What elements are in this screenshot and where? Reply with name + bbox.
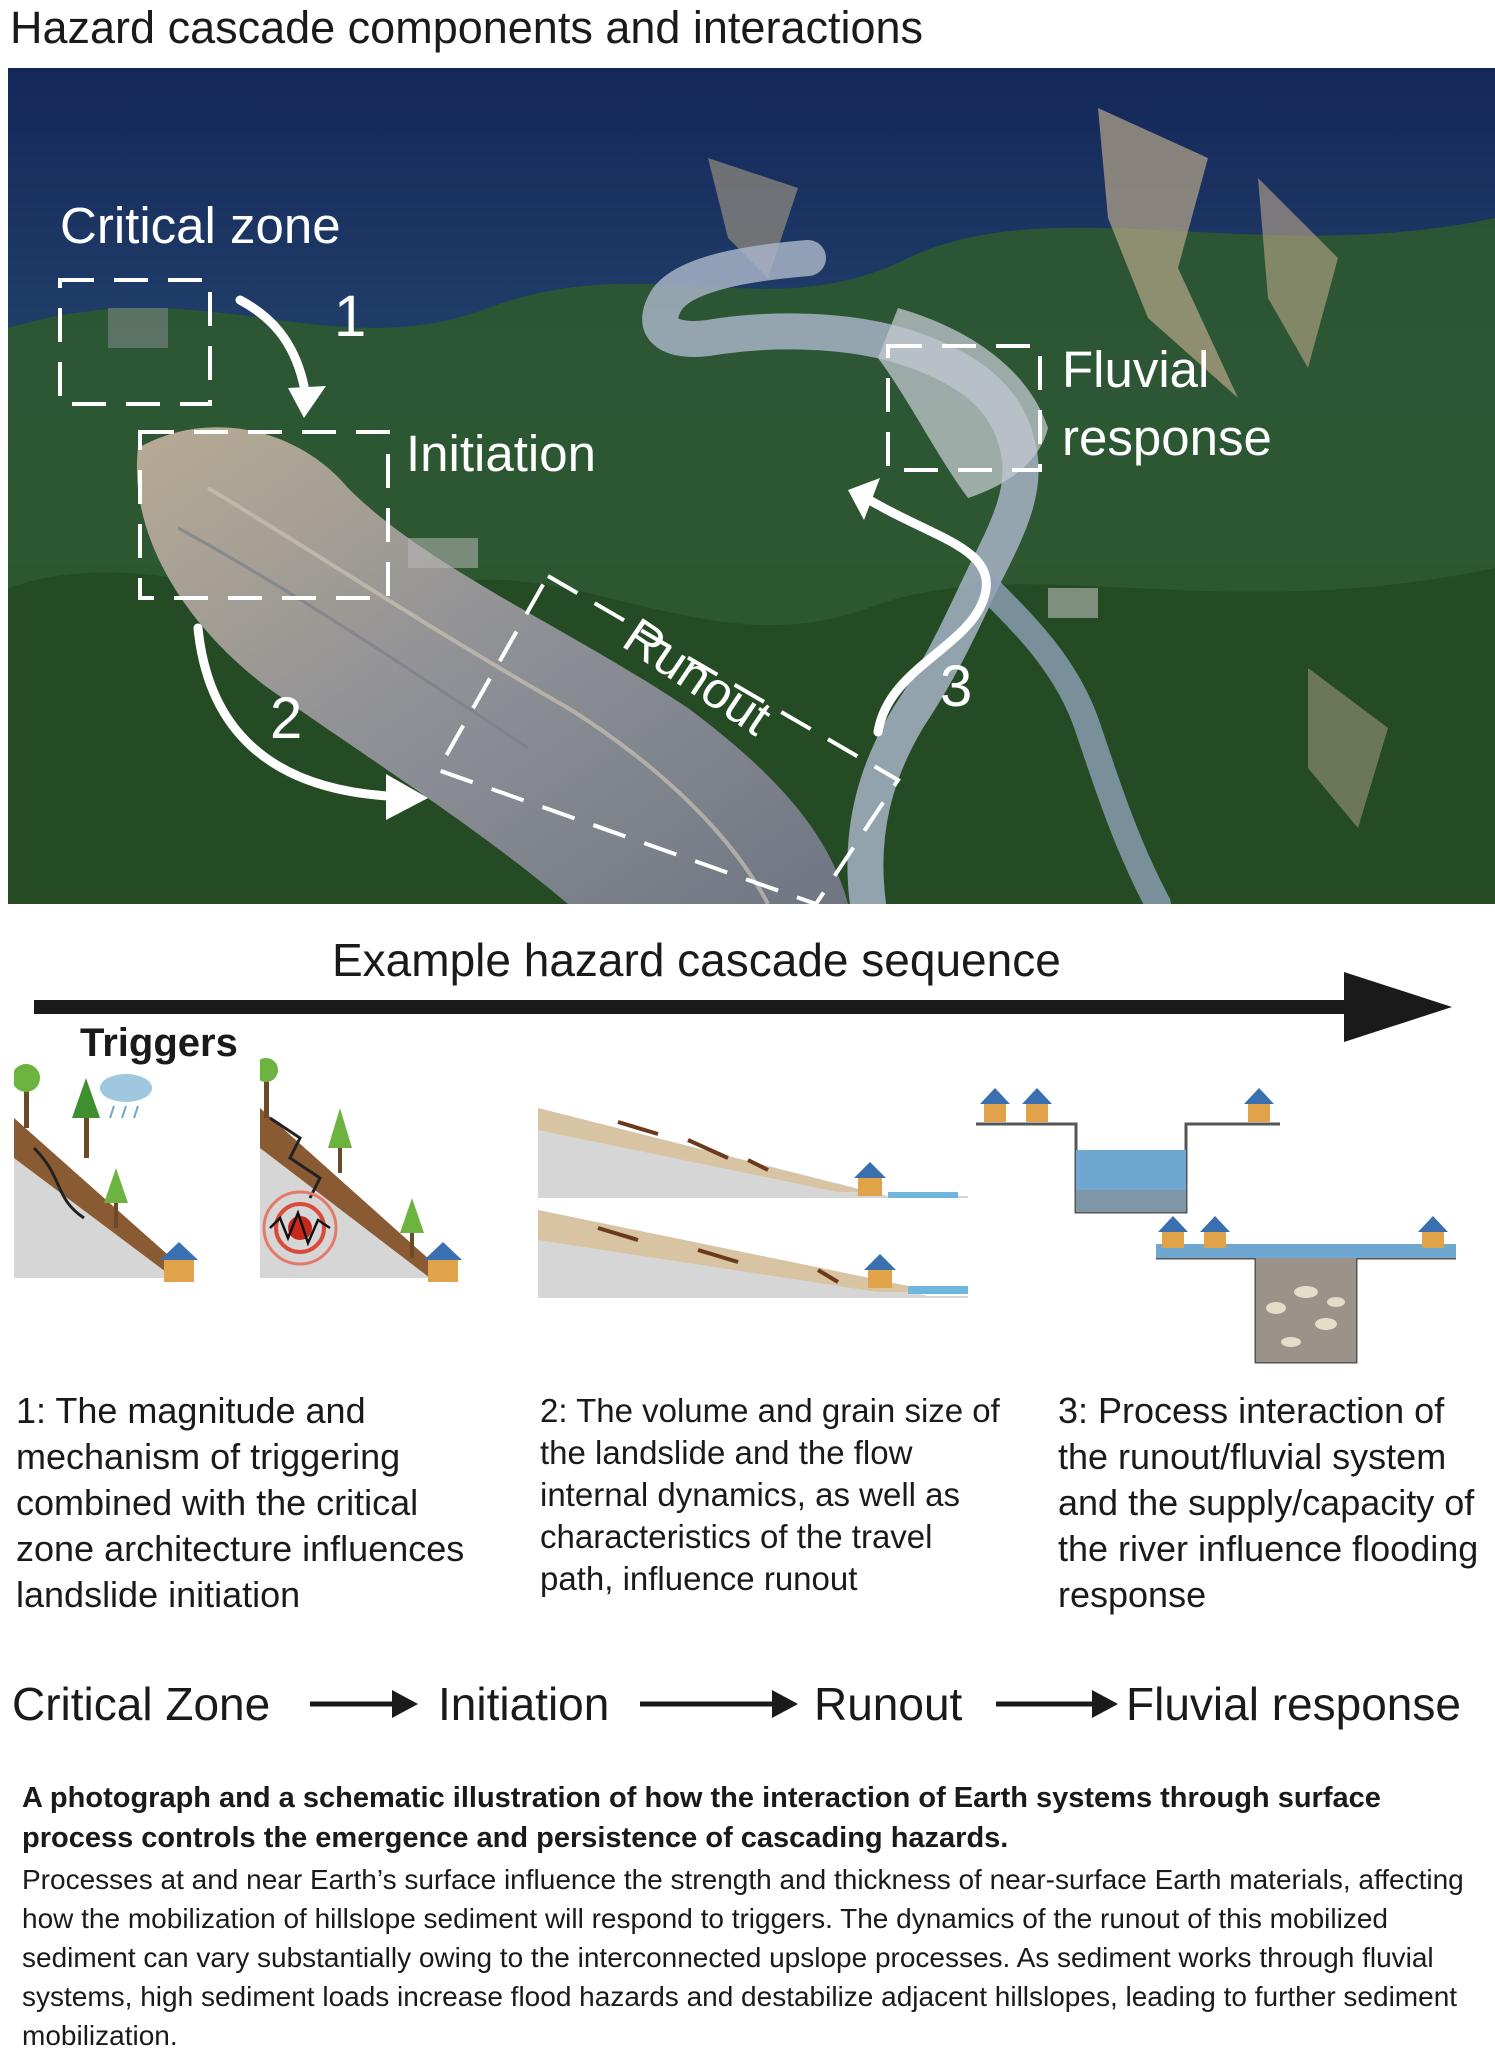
caption-title: A photograph and a schematic illustratio…: [22, 1782, 1381, 1854]
flow-step-initiation: Initiation: [438, 1678, 610, 1730]
triggers-label: Triggers: [80, 1021, 238, 1065]
earthquake-icon: [262, 1190, 338, 1266]
tree-icon: [14, 1064, 40, 1128]
flow-step-fluvial-response: Fluvial response: [1126, 1678, 1461, 1730]
number-1: 1: [334, 284, 367, 349]
fluvial-box: [886, 344, 1042, 472]
label-critical-zone: Critical zone: [60, 197, 341, 254]
house-icon: [424, 1242, 462, 1282]
flow-arrow: [996, 1690, 1118, 1718]
flow-arrow: [310, 1690, 418, 1718]
description-2: 2: The volume and grain size of the land…: [540, 1392, 1000, 1597]
house-icon: [160, 1242, 198, 1282]
sequence-arrow: [34, 972, 1452, 1042]
number-2: 2: [270, 686, 303, 751]
tree-icon: [328, 1108, 352, 1173]
tree-icon: [104, 1168, 128, 1228]
house-icon: [1022, 1088, 1052, 1122]
runout-illustration: [538, 1108, 968, 1298]
house-icon: [1158, 1216, 1188, 1248]
house-icon: [1418, 1216, 1448, 1248]
critical-zone-box: [58, 278, 212, 406]
label-fluvial-1: Fluvial: [1062, 341, 1210, 398]
arrow-2: [193, 623, 393, 801]
number-3: 3: [940, 654, 973, 719]
house-icon: [864, 1254, 896, 1288]
label-initiation: Initiation: [406, 425, 596, 482]
description-1: 1: The magnitude and mechanism of trigge…: [16, 1390, 465, 1615]
runout-box: [435, 573, 901, 904]
tree-icon: [400, 1198, 424, 1258]
cloud-rain-icon: [100, 1074, 152, 1119]
fluvial-illustration: [976, 1088, 1456, 1364]
house-icon: [1200, 1216, 1230, 1248]
description-3: 3: Process interaction of the runout/flu…: [1058, 1390, 1479, 1615]
house-icon: [1244, 1088, 1274, 1122]
house-icon: [854, 1162, 886, 1196]
arrow-3: [861, 493, 991, 737]
earthquake-trigger-illustration: [260, 1058, 462, 1282]
initiation-box: [138, 430, 390, 600]
tree-icon: [260, 1058, 278, 1118]
house-icon: [980, 1088, 1010, 1122]
flow-step-critical-zone: Critical Zone: [12, 1678, 271, 1730]
arrow-1: [235, 295, 309, 391]
flow-step-runout: Runout: [814, 1678, 963, 1730]
tree-icon: [72, 1078, 100, 1158]
figure-title: Hazard cascade components and interactio…: [10, 2, 924, 53]
caption-body: Processes at and near Earth’s surface in…: [22, 1864, 1464, 2051]
flow-arrow: [640, 1690, 798, 1718]
aerial-photo: [8, 68, 1495, 904]
label-fluvial-2: response: [1062, 409, 1272, 466]
rainfall-trigger-illustration: [14, 1064, 198, 1282]
sequence-title: Example hazard cascade sequence: [332, 934, 1061, 986]
